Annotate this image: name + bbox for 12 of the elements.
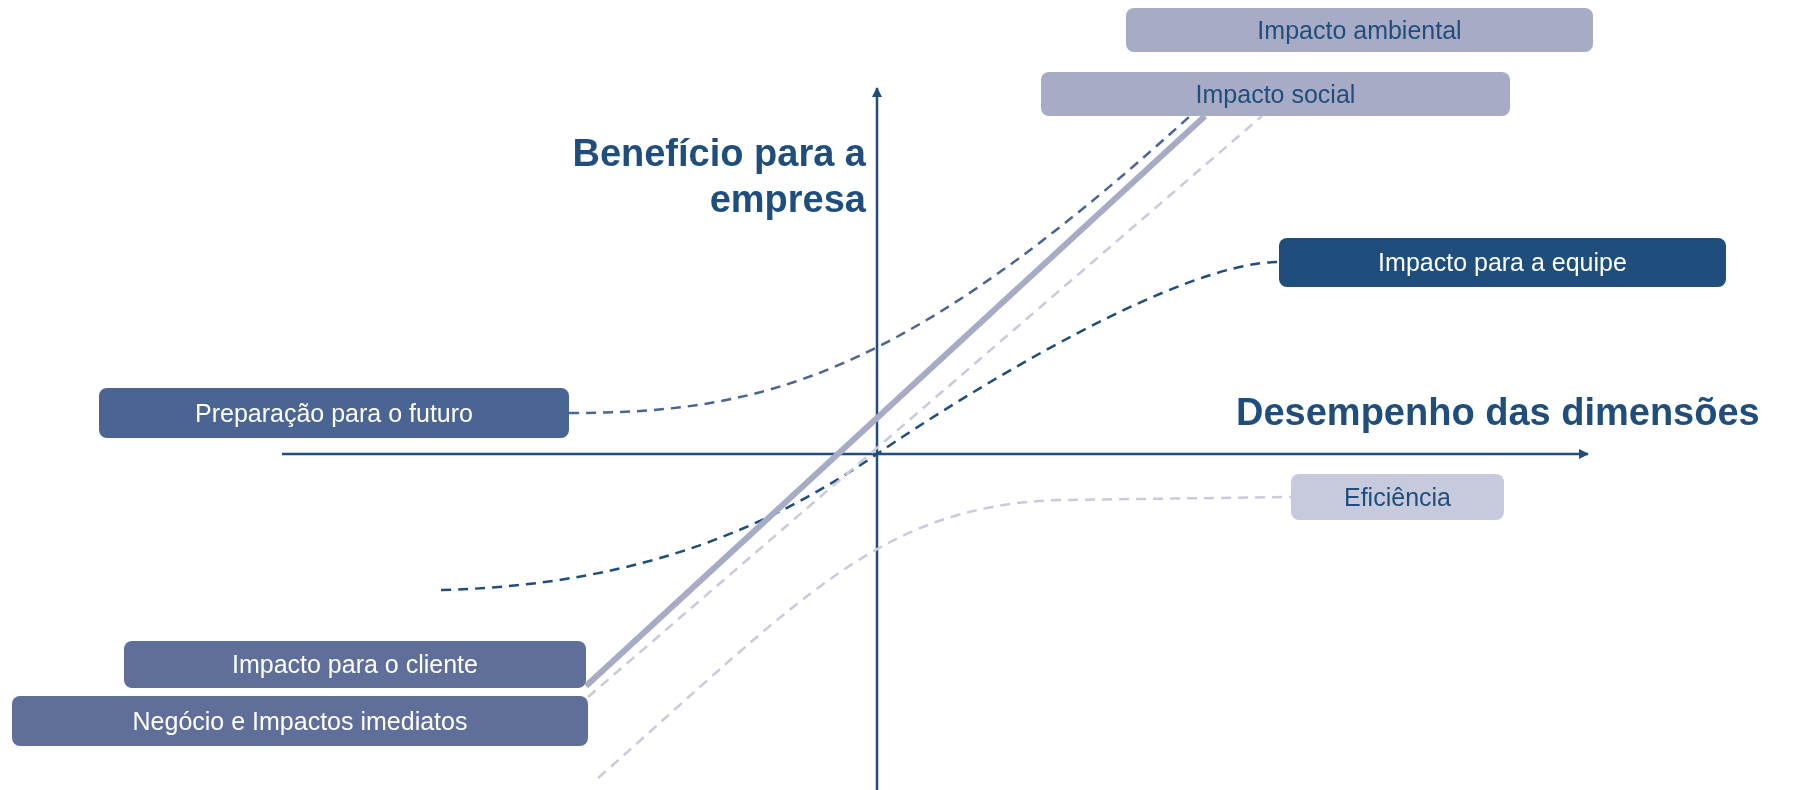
label-box: Eficiência xyxy=(1291,474,1504,520)
trend-curve xyxy=(440,260,1280,592)
label-box: Impacto para o cliente xyxy=(124,641,586,688)
axis-title: Desempenho das dimensões xyxy=(1236,390,1761,435)
label-box: Preparação para o futuro xyxy=(99,388,569,438)
axis-title: Benefício para a empresa xyxy=(571,131,866,222)
label-box: Impacto ambiental xyxy=(1126,8,1593,52)
label-box: Impacto social xyxy=(1041,72,1510,116)
trend-curve xyxy=(597,495,1291,779)
trend-curve xyxy=(568,115,1191,415)
label-box: Impacto para a equipe xyxy=(1279,238,1726,287)
label-box: Negócio e Impactos imediatos xyxy=(12,696,588,746)
